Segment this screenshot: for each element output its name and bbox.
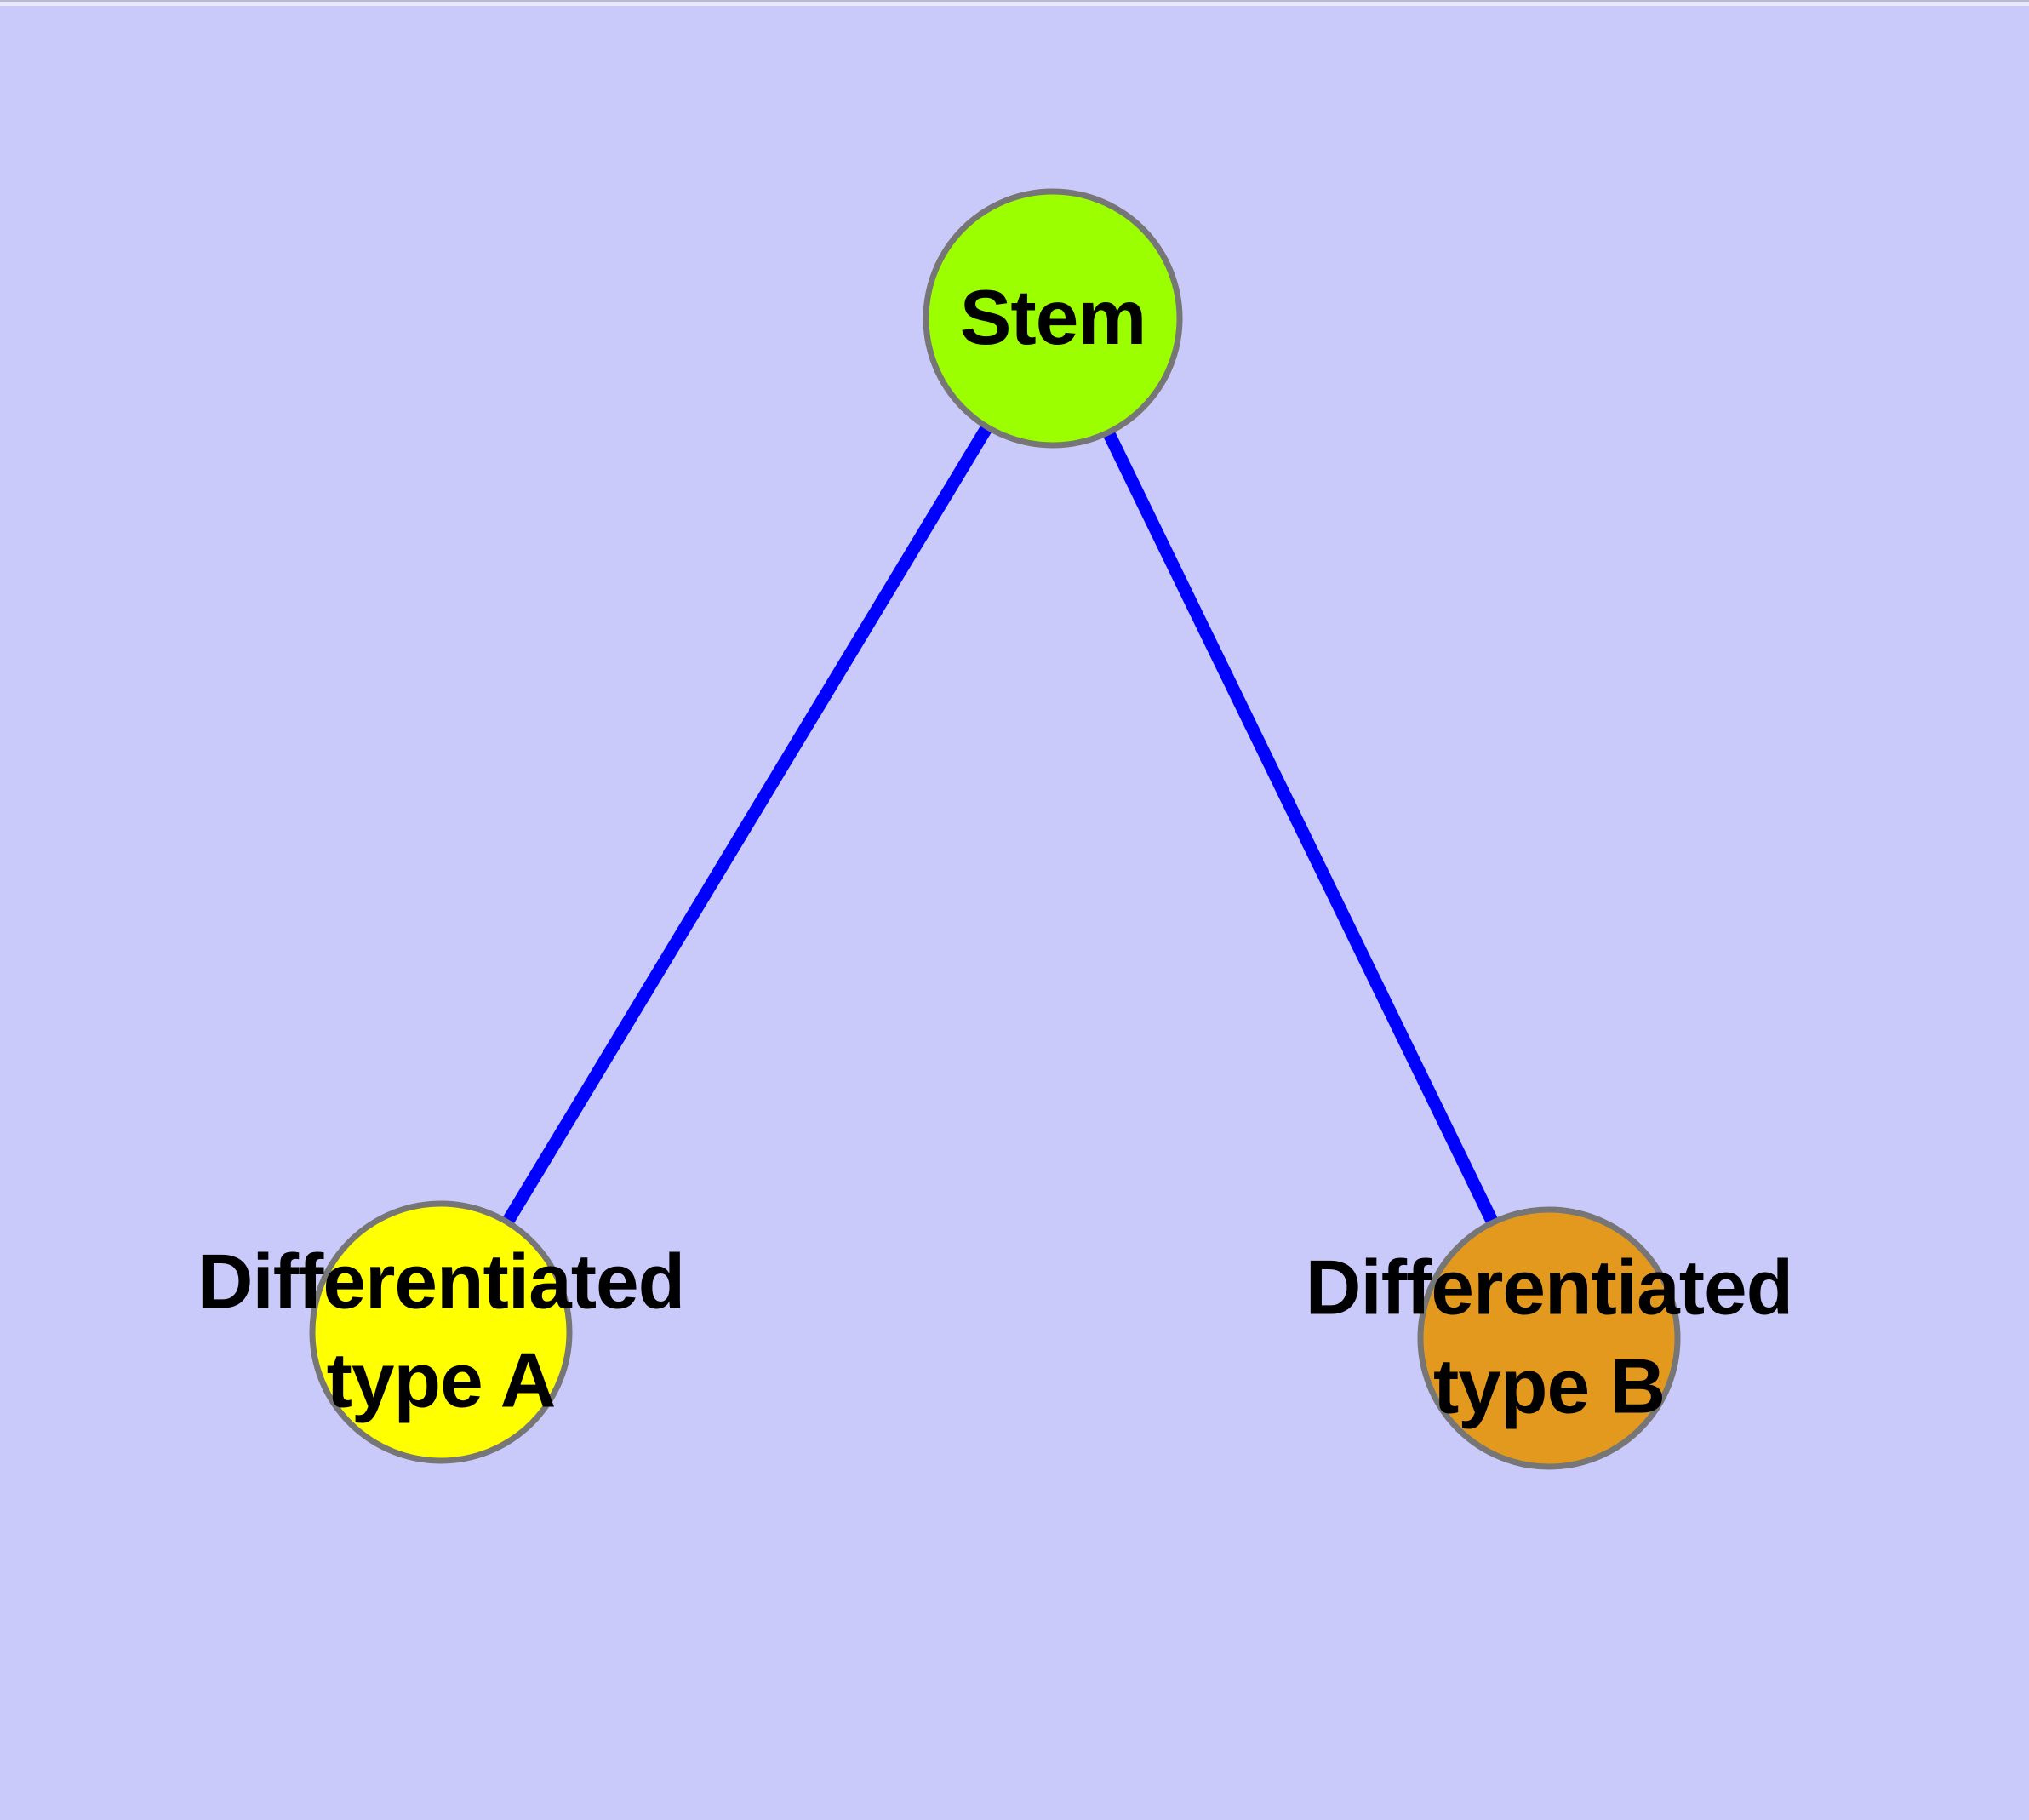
- edge-stem-diff-b: [1047, 315, 1555, 1342]
- node-stem-circle[interactable]: [923, 188, 1183, 449]
- node-diff-a-circle[interactable]: [309, 1200, 573, 1464]
- window-top-edge: [0, 0, 2029, 6]
- edge-stem-diff-a: [435, 315, 1059, 1336]
- node-diff-b-circle[interactable]: [1417, 1206, 1681, 1470]
